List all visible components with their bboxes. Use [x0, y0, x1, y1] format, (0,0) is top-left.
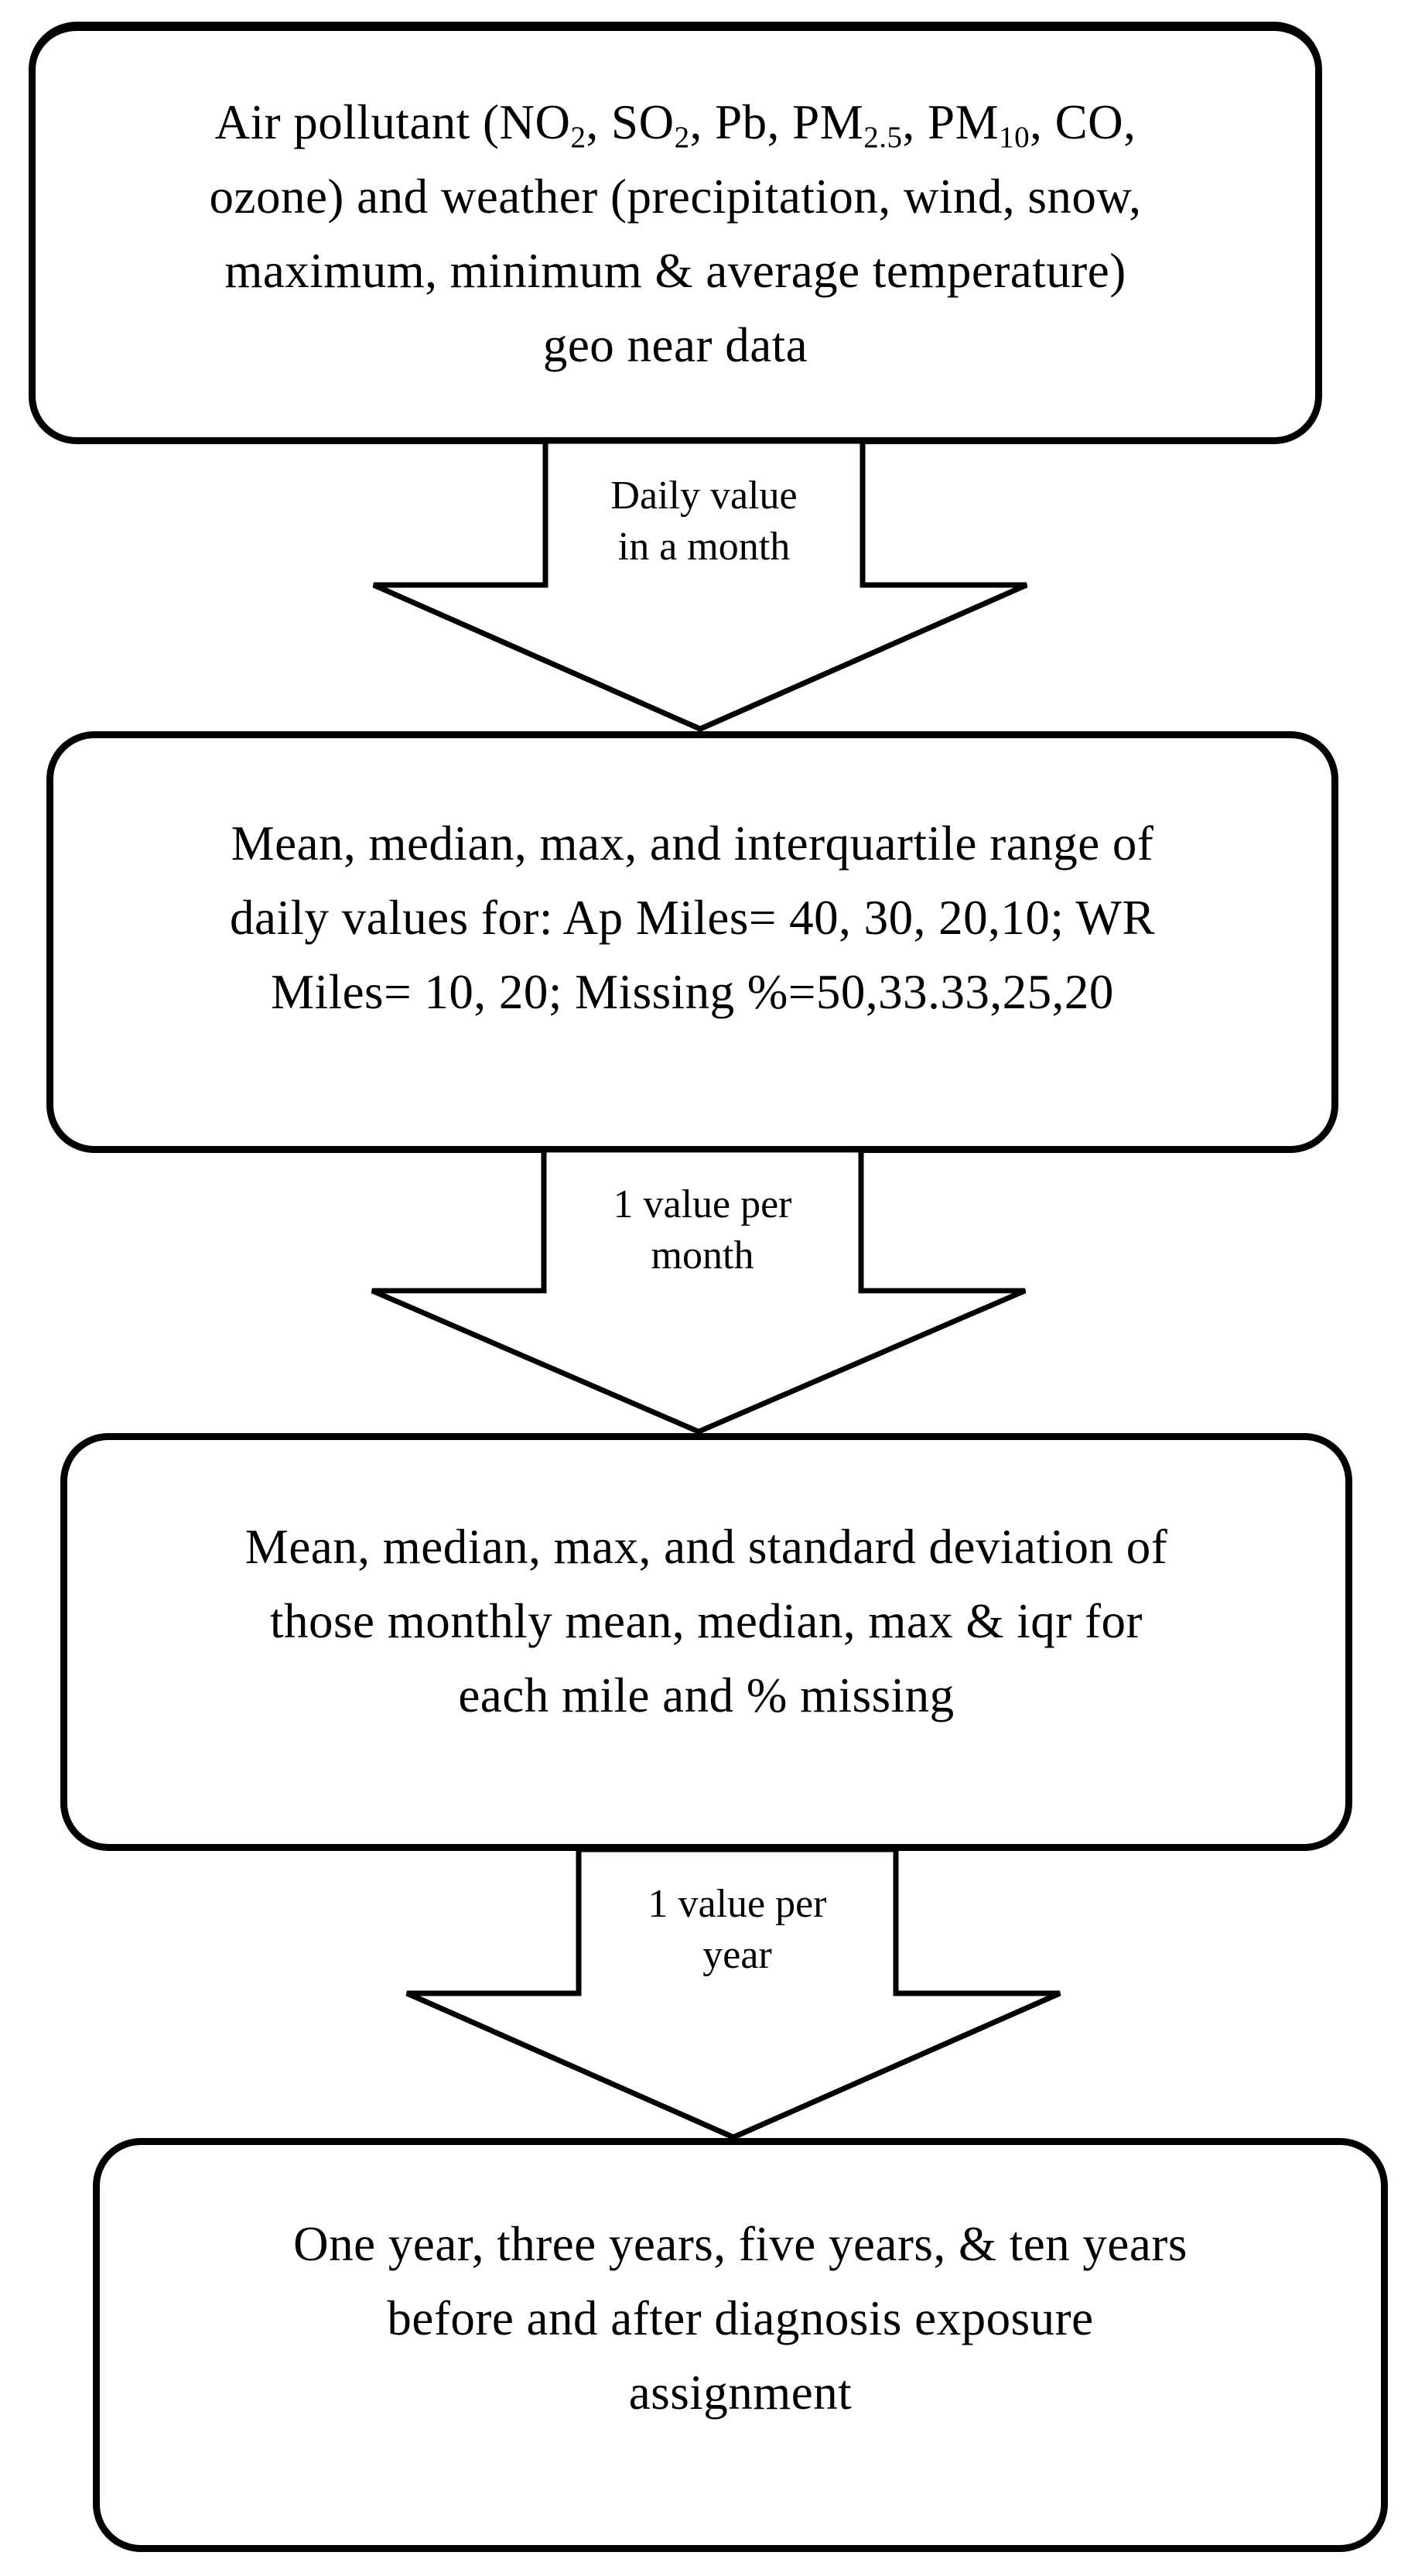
flow-arrow-yearly-to-exposure-label: 1 value per year — [648, 1882, 827, 1977]
text-line: geo near data — [542, 318, 808, 372]
down-block-arrow-icon — [371, 1147, 1027, 1435]
flow-box-exposure-assignment-text: One year, three years, five years, & ten… — [100, 2145, 1381, 2430]
flow-box-yearly-statistics: Mean, median, max, and standard deviatio… — [60, 1433, 1352, 1851]
down-block-arrow-icon — [405, 1846, 1061, 2140]
text-line: daily values for: Ap Miles= 40, 30, 20,1… — [229, 891, 1156, 945]
flow-arrow-monthly-to-yearly: 1 value per month — [366, 1147, 1031, 1435]
flow-box-source-data: Air pollutant (NO2, SO2, Pb, PM2.5, PM10… — [29, 22, 1322, 444]
down-block-arrow-shape — [405, 1846, 1061, 2140]
down-block-arrow-icon — [372, 438, 1028, 732]
text-line: ozone) and weather (precipitation, wind,… — [209, 169, 1142, 224]
flow-arrow-daily-to-monthly: Daily value in a month — [367, 438, 1033, 732]
text-line: Mean, median, max, and standard deviatio… — [244, 1520, 1168, 1574]
flow-box-exposure-assignment: One year, three years, five years, & ten… — [93, 2138, 1388, 2552]
text-line: each mile and % missing — [458, 1668, 955, 1722]
text-line: Miles= 10, 20; Missing %=50,33.33,25,20 — [271, 965, 1114, 1019]
text-line: Air pollutant (NO2, SO2, Pb, PM2.5, PM10… — [214, 95, 1136, 154]
text-line: before and after diagnosis exposure — [387, 2291, 1094, 2345]
down-block-arrow-shape — [371, 1147, 1027, 1435]
flow-box-monthly-statistics-text: Mean, median, max, and interquartile ran… — [53, 738, 1331, 1029]
text-line: assignment — [628, 2366, 853, 2420]
text-line: Mean, median, max, and interquartile ran… — [231, 816, 1154, 871]
text-line: One year, three years, five years, & ten… — [293, 2217, 1188, 2271]
flow-box-yearly-statistics-text: Mean, median, max, and standard deviatio… — [67, 1440, 1345, 1733]
down-block-arrow-shape — [372, 438, 1028, 732]
text-line: maximum, minimum & average temperature) — [224, 244, 1126, 298]
flow-box-monthly-statistics: Mean, median, max, and interquartile ran… — [46, 731, 1338, 1153]
flow-arrow-yearly-to-exposure: 1 value per year — [401, 1846, 1066, 2140]
text-line: those monthly mean, median, max & iqr fo… — [269, 1594, 1143, 1648]
flow-arrow-monthly-to-yearly-label: 1 value per month — [613, 1182, 792, 1278]
flow-box-source-data-text: Air pollutant (NO2, SO2, Pb, PM2.5, PM10… — [36, 31, 1315, 382]
flow-arrow-daily-to-monthly-label: Daily value in a month — [610, 474, 798, 569]
